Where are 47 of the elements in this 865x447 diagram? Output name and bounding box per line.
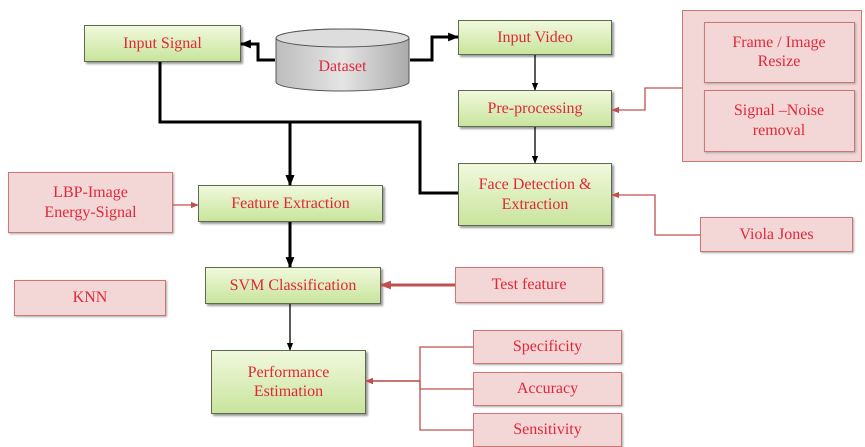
method-box (473, 330, 622, 364)
arrow (410, 32, 460, 62)
method-box (700, 217, 853, 252)
arrow (532, 127, 538, 164)
node-label: Performance Estimation (246, 362, 330, 402)
arrow (611, 87, 682, 114)
arrow (365, 378, 473, 431)
method-box (473, 372, 622, 406)
node-label: Test feature (490, 275, 568, 295)
node-label: Feature Extraction (230, 194, 351, 214)
arrow (611, 192, 700, 236)
process-box (458, 20, 612, 55)
node-label: Input Signal (122, 34, 203, 54)
node-label: Accuracy (516, 379, 580, 399)
node-label: Viola Jones (738, 224, 815, 244)
process-box (198, 185, 383, 222)
group-panel (682, 10, 862, 162)
method-box (14, 280, 166, 316)
arrow (286, 304, 294, 351)
method-box (704, 90, 854, 152)
node-label: Sensitivity (512, 420, 583, 440)
node-label: Input Video (496, 28, 574, 48)
method-box (473, 413, 622, 447)
arrow (286, 222, 294, 268)
node-label: Face Detection & Extraction (478, 175, 592, 214)
process-box (458, 90, 612, 127)
node-label: KNN (72, 288, 108, 308)
arrow (173, 202, 199, 208)
process-box (84, 25, 241, 62)
node-label: SVM Classification (228, 276, 358, 296)
method-box (704, 22, 854, 82)
arrow (532, 55, 538, 91)
process-box (205, 267, 381, 304)
node-label: Pre-processing (486, 98, 584, 118)
node-label: Specificity (512, 337, 584, 357)
arrow (380, 280, 455, 290)
node-label: LBP-Image Energy-Signal (43, 183, 138, 222)
method-box (455, 267, 603, 303)
arrow (240, 40, 275, 62)
node-label: Frame / Image Resize (731, 32, 827, 72)
database-cylinder (275, 28, 410, 92)
node-label: Signal –Noise removal (732, 101, 826, 140)
node-label: Dataset (318, 57, 368, 77)
process-box (458, 163, 612, 226)
method-box (8, 172, 173, 233)
process-box (211, 350, 366, 414)
arrow (286, 120, 458, 194)
